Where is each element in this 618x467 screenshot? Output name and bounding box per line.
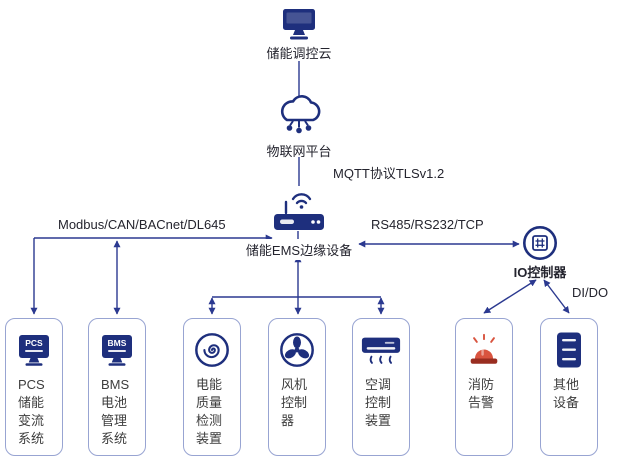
cloud-monitor-icon — [279, 7, 319, 48]
device-box-pcs: PCS PCS 储能 变流 系统 — [5, 318, 63, 456]
io-controller-icon — [522, 225, 558, 266]
server-icon — [541, 328, 597, 372]
bms-screen-icon: BMS — [89, 328, 145, 372]
ems-gateway-router-icon — [269, 186, 329, 239]
device-box-bms: BMS BMS 电池 管理 系统 — [88, 318, 146, 456]
serial-protocol-label: RS485/RS232/TCP — [371, 217, 484, 232]
dido-label: DI/DO — [572, 285, 609, 300]
pcs-screen-icon: PCS — [6, 328, 62, 372]
device-label-fire-alarm: 消防 告警 — [468, 377, 495, 410]
air-conditioner-icon — [353, 328, 409, 372]
pcs-icon-text: PCS — [25, 338, 43, 348]
bms-icon-text: BMS — [108, 338, 127, 348]
device-box-ac: 空调 控制 装置 — [352, 318, 410, 456]
io-controller-label: IO控制器 — [513, 265, 567, 280]
device-box-fan: 风机 控制 器 — [268, 318, 326, 456]
iot-platform-label: 物联网平台 — [266, 144, 332, 159]
device-label-fan: 风机 控制 器 — [281, 377, 308, 428]
device-box-other: 其他 设备 — [540, 318, 598, 456]
ems-gateway-label: 储能EMS边缘设备 — [242, 239, 356, 260]
device-label-ac: 空调 控制 装置 — [365, 377, 392, 428]
device-box-power-quality: 电能 质量 检测 装置 — [183, 318, 241, 456]
cloud-top-label: 储能调控云 — [266, 46, 332, 61]
device-label-bms: BMS 电池 管理 系统 — [101, 377, 130, 446]
fieldbus-protocol-label: Modbus/CAN/BACnet/DL645 — [58, 217, 226, 232]
line-to-fire-alarm — [483, 279, 537, 314]
mqtt-protocol-label: MQTT协议TLSv1.2 — [333, 166, 445, 181]
device-box-fire-alarm: 消防 告警 — [455, 318, 513, 456]
fire-alarm-icon — [456, 328, 512, 372]
power-quality-coil-icon — [184, 328, 240, 372]
device-label-pcs: PCS 储能 变流 系统 — [18, 377, 45, 446]
device-label-other: 其他 设备 — [553, 377, 580, 410]
line-to-other-devices — [543, 279, 570, 314]
device-label-power-quality: 电能 质量 检测 装置 — [196, 377, 223, 446]
iot-cloud-icon — [273, 88, 325, 145]
fan-icon — [269, 328, 325, 372]
